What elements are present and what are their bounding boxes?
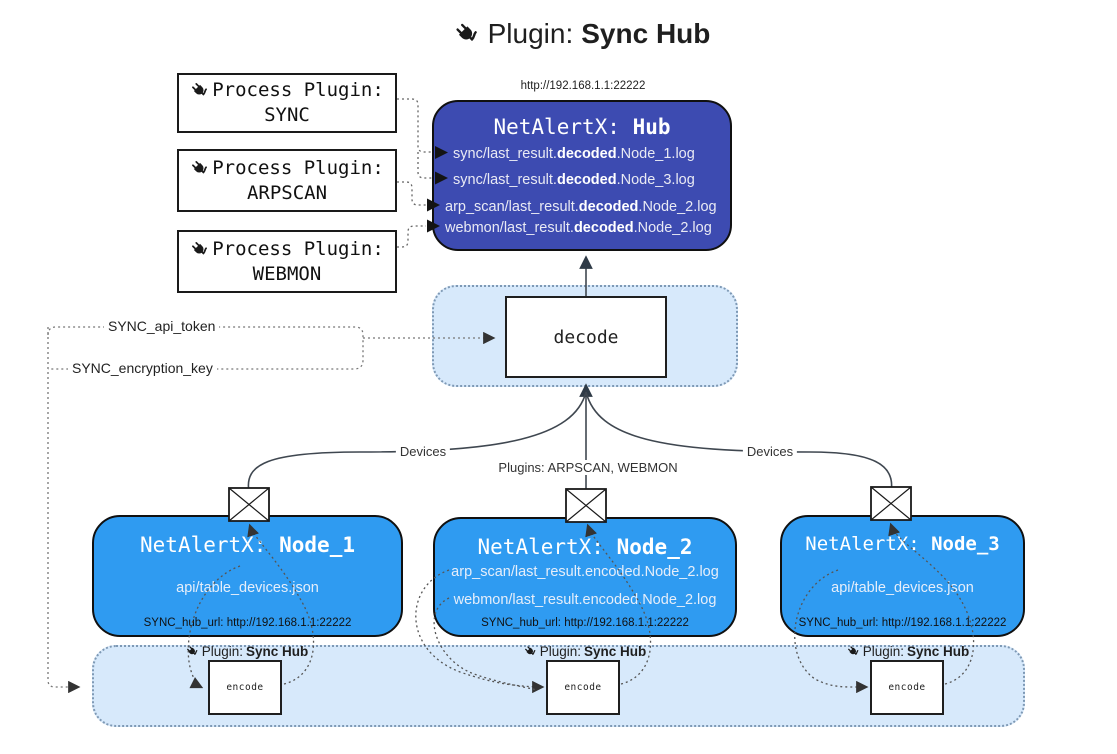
log-bold: decoded — [556, 172, 617, 188]
hub-title: NetAlertX: Hub — [493, 115, 670, 139]
process-plugin-sync-box: Process Plugin: SYNC — [177, 73, 397, 133]
plugin-to-hub-connectors — [397, 98, 433, 248]
node-title: NetAlertX: Node_3 — [805, 533, 999, 555]
plug-icon — [192, 241, 208, 254]
process-plugin-name: SYNC — [264, 104, 310, 126]
node-title-name: Node_3 — [931, 533, 1000, 555]
node-title-prefix: NetAlertX: — [477, 535, 604, 559]
devices-edge-label-left: Devices — [395, 444, 451, 459]
encode-label: encode — [888, 682, 926, 693]
process-plugin-name: ARPSCAN — [246, 181, 328, 204]
process-plugin-arpscan-box: Process Plugin: ARPSCAN — [177, 149, 397, 212]
process-plugin-webmon-box: Process Plugin: WEBMON — [177, 230, 397, 293]
log-text: .Node_3.log — [616, 172, 695, 188]
node-hub-url: SYNC_hub_url: http://192.168.1.1:22222 — [481, 617, 689, 629]
log-text: sync/last_result. — [453, 172, 557, 188]
encode-box: encode — [208, 660, 282, 715]
log-text: .Node_2.log — [638, 199, 717, 215]
decode-label: decode — [553, 326, 619, 348]
hub-url: http://192.168.1.1:22222 — [520, 80, 646, 92]
node-title: NetAlertX: Node_1 — [140, 533, 355, 557]
sync-encryption-key-label: SYNC_encryption_key — [68, 360, 217, 376]
hub-log-line: sync/last_result.decoded.Node_1.log — [453, 146, 695, 162]
hub-title-name: Hub — [632, 115, 671, 139]
log-text: .Node_1.log — [616, 146, 695, 162]
process-plugin-label: Process Plugin: — [212, 156, 384, 179]
plug-icon — [192, 160, 208, 173]
node-file: arp_scan/last_result.encoded.Node_2.log — [451, 564, 719, 580]
log-text: webmon/last_result. — [445, 220, 574, 236]
sync-api-token-label: SYNC_api_token — [104, 318, 220, 334]
title-prefix: Plugin: — [487, 18, 574, 49]
node-2-box: NetAlertX: Node_2 arp_scan/last_result.e… — [433, 517, 737, 637]
encode-box: encode — [870, 660, 944, 715]
node-1-box: NetAlertX: Node_1 api/table_devices.json… — [92, 515, 403, 637]
node-hub-url: SYNC_hub_url: http://192.168.1.1:22222 — [798, 617, 1007, 629]
encode-box: encode — [546, 660, 620, 715]
node-hub-url: SYNC_hub_url: http://192.168.1.1:22222 — [143, 617, 352, 629]
process-plugin-label: Process Plugin: — [212, 237, 384, 260]
node-title-name: Node_1 — [279, 533, 355, 557]
hub-log-line: webmon/last_result.decoded.Node_2.log — [445, 220, 712, 236]
encode-label: encode — [564, 682, 602, 693]
devices-edge-label-right: Devices — [742, 444, 798, 459]
hub-log-line: arp_scan/last_result.decoded.Node_2.log — [445, 199, 717, 215]
node-title: NetAlertX: Node_2 — [478, 535, 693, 559]
node-title-prefix: NetAlertX: — [805, 533, 920, 555]
node-file: webmon/last_result.encoded.Node_2.log — [453, 592, 717, 608]
process-plugin-name: WEBMON — [252, 262, 322, 285]
decode-box: decode — [505, 296, 667, 378]
page-title: Plugin: Sync Hub — [454, 18, 711, 50]
plugins-edge-label: Plugins: ARPSCAN, WEBMON — [494, 460, 682, 475]
log-bold: decoded — [573, 220, 634, 236]
process-plugin-label: Process Plugin: — [212, 79, 384, 101]
devices-curve-left — [247, 391, 587, 493]
plug-icon — [192, 83, 208, 96]
log-bold: decoded — [556, 146, 617, 162]
node-file: api/table_devices.json — [176, 580, 319, 596]
plug-icon — [456, 23, 477, 41]
node-title-name: Node_2 — [616, 535, 693, 559]
log-text: .Node_2.log — [633, 220, 712, 236]
hub-log-line: sync/last_result.decoded.Node_3.log — [453, 172, 695, 188]
node-3-box: NetAlertX: Node_3 api/table_devices.json… — [780, 515, 1025, 637]
hub-title-prefix: NetAlertX: — [493, 115, 620, 139]
title-name: Sync Hub — [581, 18, 711, 49]
log-text: sync/last_result. — [453, 146, 557, 162]
log-text: arp_scan/last_result. — [445, 199, 579, 215]
node-file: api/table_devices.json — [831, 580, 974, 596]
devices-curve-right — [585, 391, 893, 493]
encode-label: encode — [226, 682, 264, 693]
log-bold: decoded — [578, 199, 639, 215]
hub-box: NetAlertX: Hub sync/last_result.decoded.… — [432, 100, 732, 251]
node-title-prefix: NetAlertX: — [140, 533, 267, 557]
